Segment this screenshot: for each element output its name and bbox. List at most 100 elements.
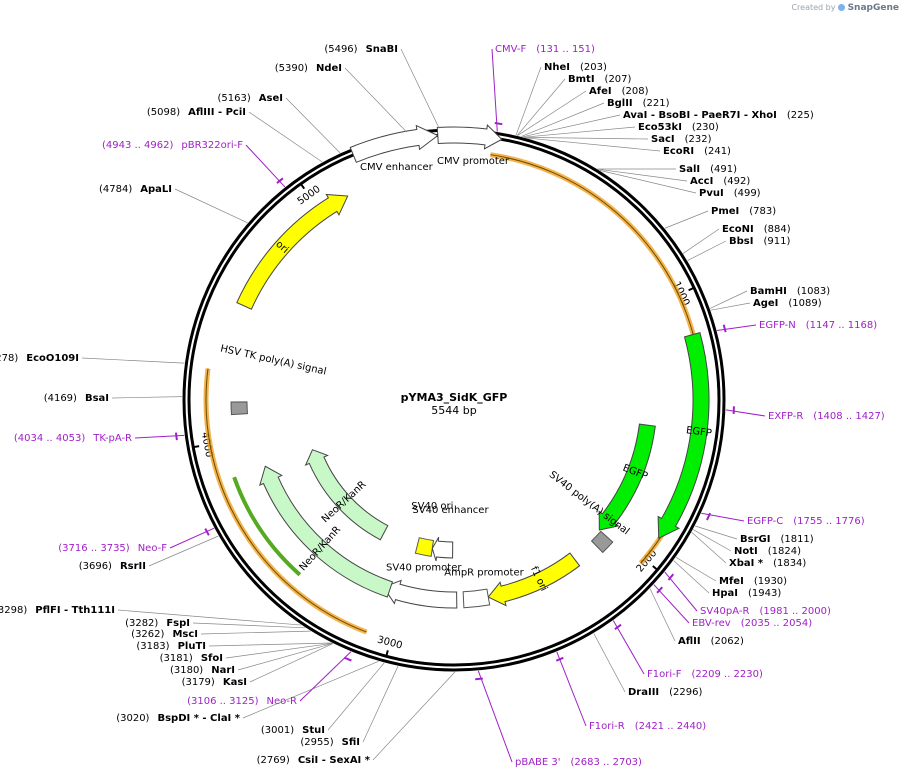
enzyme-leader [242,661,379,719]
enzyme-leader [148,535,219,567]
enzyme-position: (911) [763,236,790,247]
enzyme-label[interactable]: SnaBI(5496) [324,44,398,55]
enzyme-label[interactable]: RsrII(3696) [79,561,146,572]
enzyme-name: KasI [223,677,247,688]
enzyme-position: (2955) [300,737,333,748]
enzyme-name: HpaI [712,588,738,599]
enzyme-label[interactable]: NarI(3180) [170,665,235,676]
enzyme-leader [682,228,720,254]
enzyme-label[interactable]: EcoO109I(4278) [0,353,79,364]
enzyme-name: AseI [259,93,283,104]
enzyme-label[interactable]: SalI(491) [679,164,737,175]
enzyme-position: (5163) [218,93,251,104]
enzyme-label[interactable]: BspDI * - ClaI *(3020) [116,713,241,724]
enzyme-leader [174,188,248,224]
primer-label[interactable]: Neo-R(3106 .. 3125) [187,696,297,707]
enzyme-leader [111,396,183,399]
primer-label[interactable]: F1ori-F(2209 .. 2230) [647,669,763,680]
enzyme-label[interactable]: Eco53kI(230) [638,122,719,133]
primer-label[interactable]: TK-pA-R(4034 .. 4053) [14,433,132,444]
enzyme-position: (1824) [768,546,801,557]
enzyme-leader [597,168,688,182]
enzyme-label[interactable]: EcoRI (241) [663,146,731,157]
enzyme-label[interactable]: AflIII - PciI(5098) [147,107,246,118]
enzyme-label[interactable]: NdeI(5390) [275,63,342,74]
orf-line [205,368,367,633]
enzyme-position: (3282) [125,618,158,629]
enzyme-label[interactable]: DraIII(2296) [628,687,703,698]
enzyme-name: AflII [678,636,701,647]
enzyme-label[interactable]: AseI (5163) [218,93,283,104]
feature-arrow [304,449,389,541]
primer-label[interactable]: F1ori-R(2421 .. 2440) [589,721,706,732]
enzyme-position: (1930) [754,576,787,587]
enzyme-name: EcoNI [722,224,754,235]
enzyme-label[interactable]: MfeI(1930) [719,576,787,587]
enzyme-label[interactable]: BsrGI(1811) [740,534,814,545]
enzyme-leader [192,622,306,629]
primer-label[interactable]: pBABE 3'(2683 .. 2703) [515,757,642,768]
primer-label[interactable]: SV40pA-R(1981 .. 2000) [700,606,831,617]
enzyme-label[interactable]: KasI(3179) [182,677,247,688]
enzyme-leader [248,111,323,163]
enzyme-label[interactable]: AccI(492) [690,176,750,187]
primer-name: F1ori-F [647,669,682,680]
enzyme-label[interactable]: XbaI *(1834) [729,558,806,569]
tick-label: 3000 [376,635,403,652]
primer-leader [299,651,352,702]
enzyme-leader [516,78,566,136]
primer-name: SV40pA-R [700,606,749,617]
enzyme-label[interactable]: SacI(232) [651,134,712,145]
enzyme-label[interactable]: StuI(3001) [261,725,325,736]
enzyme-label[interactable]: NotI(1824) [734,546,801,557]
enzyme-label[interactable]: BsaI(4169) [44,393,109,404]
enzyme-label[interactable]: AvaI - BsoBI - PaeR7I - XhoI(225) [623,110,814,121]
enzyme-leader [515,66,542,136]
enzyme-position: (3298) [0,605,27,616]
enzyme-position: (241) [704,146,731,157]
primer-label[interactable]: EGFP-C(1755 .. 1776) [747,516,865,527]
enzyme-label[interactable]: AgeI(1089) [753,298,822,309]
enzyme-name: BamHI [750,286,787,297]
enzyme-label[interactable]: AflII(2062) [678,636,744,647]
enzyme-leader [694,525,738,540]
primer-range: (2683 .. 2703) [571,757,643,768]
enzyme-name: NdeI [316,63,342,74]
enzyme-label[interactable]: BamHI(1083) [750,286,830,297]
primer-label[interactable]: EXFP-R(1408 .. 1427) [768,411,885,422]
primer-label[interactable]: EGFP-N(1147 .. 1168) [759,320,877,331]
enzyme-label[interactable]: HpaI(1943) [712,588,781,599]
enzyme-label[interactable]: BmtI(207) [568,74,632,85]
enzyme-position: (4169) [44,393,77,404]
enzyme-label[interactable]: FspI(3282) [125,618,190,629]
enzyme-label[interactable]: SfoI(3181) [160,653,223,664]
enzyme-label[interactable]: MscI(3262) [131,629,198,640]
enzyme-label[interactable]: CsiI - SexAI *(2769) [257,755,371,766]
primer-binding-mark [343,656,352,662]
primer-binding-mark [667,573,675,581]
enzyme-label[interactable]: PvuI(499) [699,188,761,199]
enzyme-label[interactable]: SfiI(2955) [300,737,360,748]
enzyme-label[interactable]: BbsI(911) [729,236,790,247]
enzyme-position: (783) [749,206,776,217]
enzyme-label[interactable]: PluTI(3183) [136,641,206,652]
enzyme-label[interactable]: PmeI(783) [711,206,776,217]
enzyme-label[interactable]: EcoNI(884) [722,224,791,235]
primer-label[interactable]: EBV-rev(2035 .. 2054) [692,618,812,629]
enzyme-label[interactable]: AfeI(208) [589,86,649,97]
enzyme-label[interactable]: NheI(203) [544,62,607,73]
enzyme-label[interactable]: PflFI - Tth111I(3298) [0,605,115,616]
enzyme-leader [249,643,334,683]
primer-label[interactable]: CMV-F(131 .. 151) [495,44,595,55]
feature-arrow [598,423,656,531]
enzyme-name: EcoRI [663,146,694,157]
enzyme-label[interactable]: BglII(221) [607,98,670,109]
enzyme-leader [517,90,587,136]
enzyme-label[interactable]: ApaLI(4784) [99,184,172,195]
primer-label[interactable]: Neo-F(3716 .. 3735) [58,543,167,554]
tick-mark [652,565,659,571]
primer-name: F1ori-R [589,721,625,732]
enzyme-leader [524,136,649,140]
primer-binding-mark [555,656,564,662]
primer-label[interactable]: pBR322ori-F(4943 .. 4962) [102,140,243,151]
